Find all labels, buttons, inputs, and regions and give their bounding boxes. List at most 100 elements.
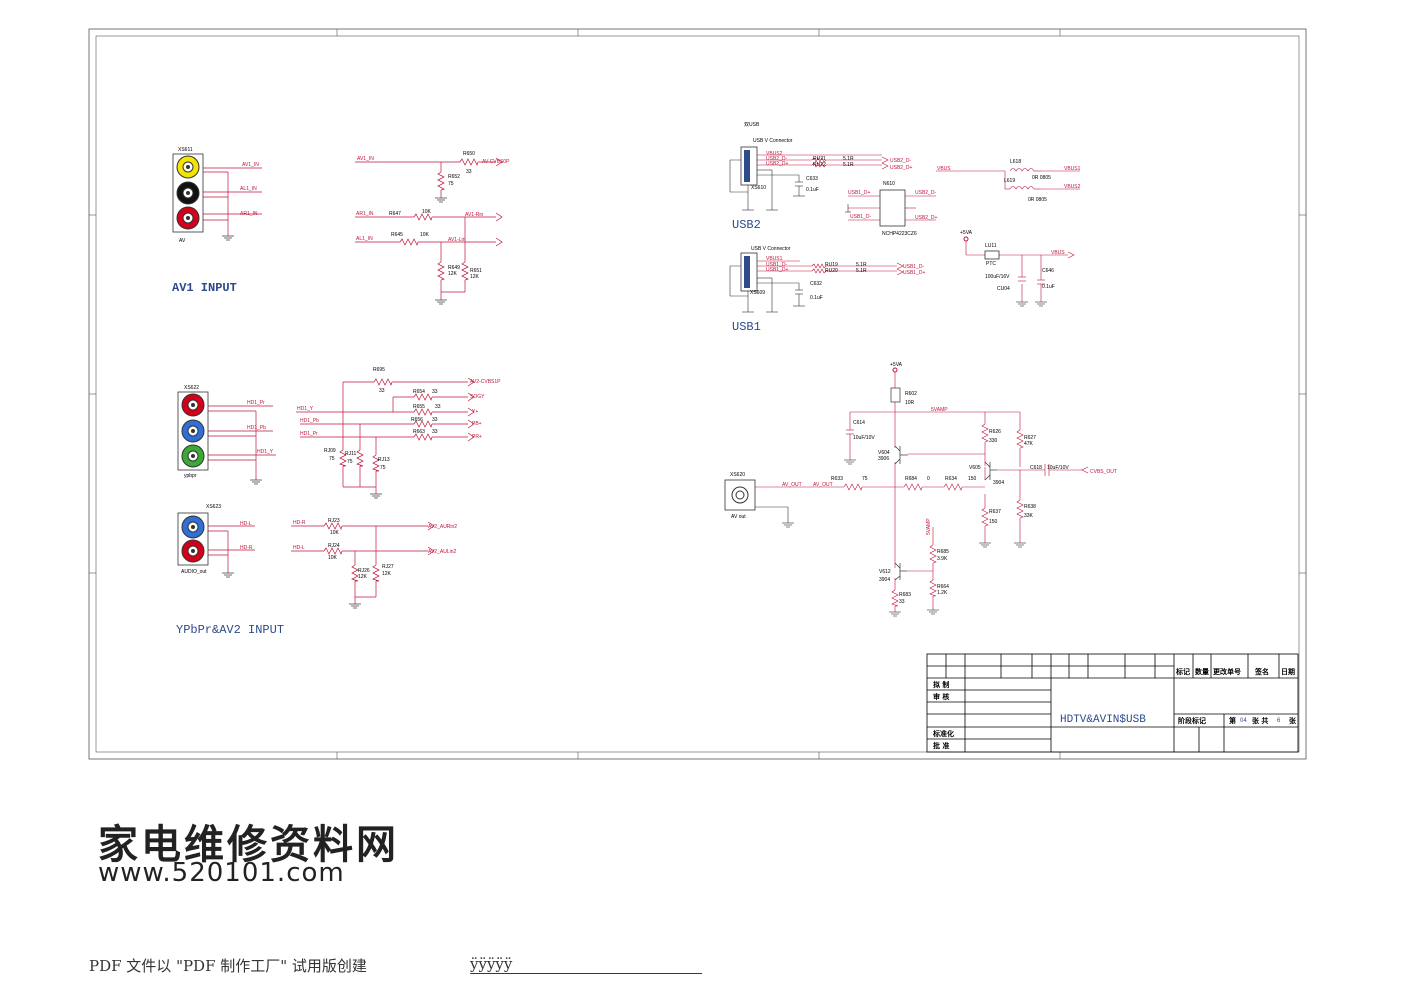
r647-ref: R647 xyxy=(389,211,401,217)
v605-val: 3904 xyxy=(993,480,1004,486)
net-av1-in-a: AV1_IN xyxy=(242,162,259,168)
net-vbus-b: VBUS xyxy=(1051,250,1065,256)
usb-connector-a: USB V Connector xyxy=(753,138,793,144)
ru20-ref: RU20 xyxy=(825,268,838,274)
net-usb2-dm-c: USB2_D- xyxy=(915,190,936,196)
tb-row-review: 审 核 xyxy=(933,692,949,701)
c618-ref: C618 xyxy=(1030,465,1042,471)
xs610-label: XS610 xyxy=(751,185,766,191)
net-hd1-y-b: HD1_Y xyxy=(297,406,314,412)
r651-val: 12K xyxy=(470,274,480,280)
net-usb1-dm-b: USB1_D- xyxy=(903,264,924,270)
tb-stage-label: 阶段标记 xyxy=(1178,716,1206,725)
tb-col-sign: 签名 xyxy=(1254,667,1269,676)
rj09-val: 75 xyxy=(329,456,335,462)
rj23-val: 10K xyxy=(330,530,340,536)
v604-val: 3906 xyxy=(878,456,889,462)
n610-ref: N610 xyxy=(883,181,895,187)
xs622-label: XS622 xyxy=(184,385,199,391)
v605-ref: V605 xyxy=(969,465,981,471)
avout-grounds xyxy=(755,459,1026,617)
rj09-ref: RJ09 xyxy=(324,448,336,454)
cu04-ref: CU04 xyxy=(997,286,1010,292)
ru22-val: 5.1R xyxy=(843,162,854,168)
r664-ref: R664 xyxy=(937,584,949,590)
rj13-val: 75 xyxy=(380,465,386,471)
rj24-ref: RJ24 xyxy=(328,543,340,549)
r602-body xyxy=(890,387,901,403)
net-hd1-pb-b: HD1_Pb xyxy=(300,418,319,424)
r652-ref: R652 xyxy=(448,174,460,180)
pdf-footer-link[interactable]: ÿÿÿÿÿ xyxy=(470,955,702,974)
xs611-connector: XS611 AV xyxy=(172,147,204,244)
rj11-ref: RJ11 xyxy=(345,451,357,457)
l619-ref: L619 xyxy=(1004,178,1015,184)
c614-val: 10uF/10V xyxy=(853,435,875,441)
net-hd-r-b: HD-R xyxy=(293,520,306,526)
tb-sheet-no: 04 xyxy=(1240,718,1247,724)
r656-ref: R656 xyxy=(411,417,423,423)
v612-val: 3904 xyxy=(879,577,890,583)
r684-ref: R684 xyxy=(905,476,917,482)
xs611-label: XS611 xyxy=(178,147,193,153)
net-pr-plus: PR+ xyxy=(472,434,482,440)
plus5va-terminal xyxy=(963,236,969,242)
r652-val: 75 xyxy=(448,181,454,187)
rj23-ref: RJ23 xyxy=(328,518,340,524)
r654-ref: R654 xyxy=(413,389,425,395)
net-ar1-in-a: AR1_IN xyxy=(240,211,258,217)
net-al1-in-b: AL1_IN xyxy=(356,236,373,242)
r695-val: 33 xyxy=(379,388,385,394)
plus5va-terminal-b xyxy=(892,367,898,373)
net-av1-lin: AV1-Lin xyxy=(448,237,466,243)
xs622-sub: ypbpr xyxy=(184,473,197,479)
ru21-val: 5.1R xyxy=(843,156,854,162)
r684-val: 0 xyxy=(927,476,930,482)
net-vbus2-a: VBUS2 xyxy=(766,151,783,157)
net-usb1-dp-b: USB1_D+ xyxy=(903,270,925,276)
r645-ref: R645 xyxy=(391,232,403,238)
c633-ref: C633 xyxy=(806,176,818,182)
xs609-label: XS609 xyxy=(750,290,765,296)
xs623-sub: AUDIO_out xyxy=(181,569,207,575)
tb-row-draft: 拟 制 xyxy=(933,680,949,689)
net-vbus2-b: VBUS2 xyxy=(1064,184,1081,190)
net-usb1-dm-a: USB1_D- xyxy=(766,262,787,268)
ypbpr-grounds xyxy=(222,479,382,609)
xs623-label: XS623 xyxy=(206,504,221,510)
xs609-connector: USB V Connector XS609 xyxy=(740,246,791,296)
net-hd1-pr-a: HD1_Pr xyxy=(247,400,265,406)
c632-ref: C632 xyxy=(810,281,822,287)
net-usb1-dp-a: USB1_D+ xyxy=(766,267,788,273)
net-cvbs-out: CVBS_OUT xyxy=(1090,469,1117,475)
net-av2-ainr: AV2_AURin2 xyxy=(428,524,457,530)
xs620-sub: AV out xyxy=(731,514,746,520)
xs620-connector: XS620 AV out xyxy=(724,472,756,520)
tb-row-approve: 批 准 xyxy=(933,741,949,750)
net-al1-in-a: AL1_IN xyxy=(240,186,257,192)
net-y-plus: Y+ xyxy=(472,409,478,415)
r685-ref: R685 xyxy=(937,549,949,555)
usb-connector-b: USB V Connector xyxy=(751,246,791,252)
r634-val: 150 xyxy=(968,476,977,482)
net-av2-cvbs1p: AV2-CVBS1P xyxy=(470,379,501,385)
watermark-url: www.520101.com xyxy=(98,858,345,888)
net-usb2-dp-a: USB2_D+ xyxy=(766,161,788,167)
tb-sheet-suffix: 张 xyxy=(1289,716,1297,725)
usb-signal-wires xyxy=(757,154,1080,302)
net-hd1-pr-b: HD1_Pr xyxy=(300,431,318,437)
ru19-val: 5.1R xyxy=(856,262,867,268)
section-av1-input: AV1 INPUT xyxy=(172,281,237,295)
tb-sheet-prefix: 第 xyxy=(1229,716,1236,725)
dual-usb-label: 双USB xyxy=(744,122,760,128)
outer-frame xyxy=(88,28,1307,760)
r637-ref: R637 xyxy=(989,509,1001,515)
ru19-ref: RU19 xyxy=(825,262,838,268)
section-ypbpr-input: YPbPr&AV2 INPUT xyxy=(176,623,284,637)
r651-ref: R651 xyxy=(470,268,482,274)
l618-val: 0R 0805 xyxy=(1032,175,1051,181)
n610-val: NCHP4223CZ6 xyxy=(882,231,917,237)
inner-frame xyxy=(95,35,1300,753)
c633-val: 0.1uF xyxy=(806,187,819,193)
